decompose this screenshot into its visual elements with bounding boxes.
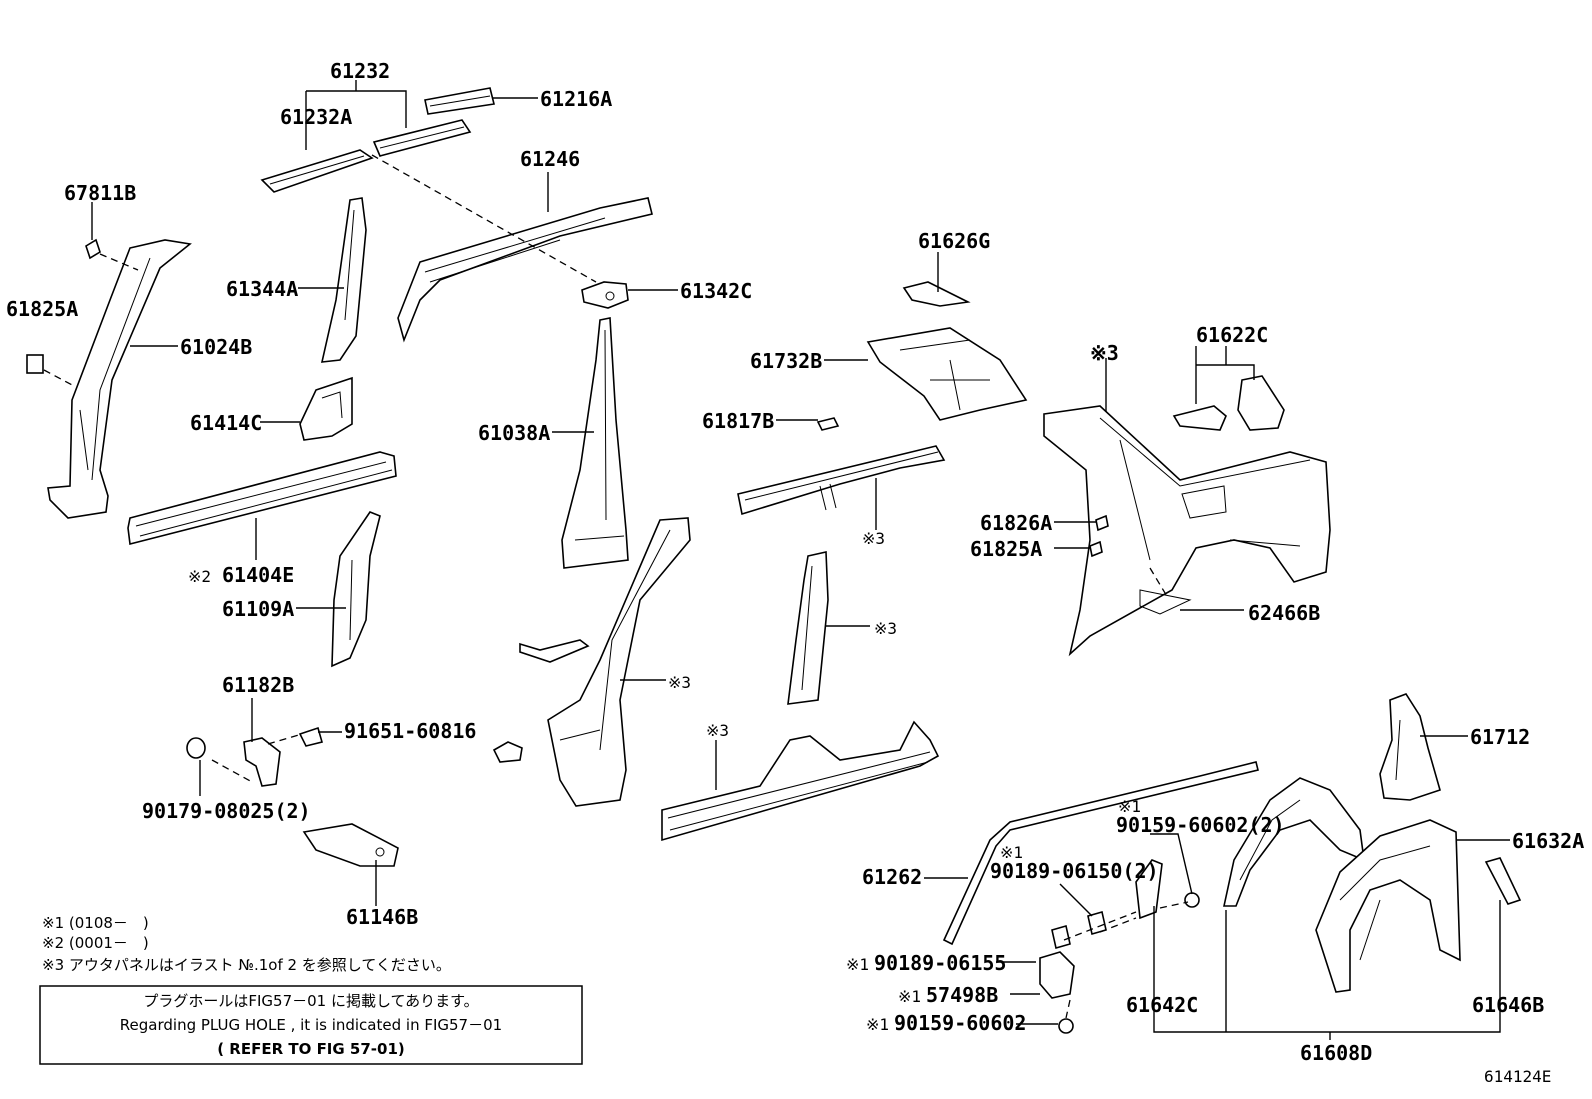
- label-90159-60602-2: 90159-60602(2): [1116, 813, 1285, 837]
- part-rocker-61404e: [127, 451, 397, 545]
- mark-2: ※2: [188, 567, 211, 586]
- label-61825a-right: 61825A: [970, 537, 1042, 561]
- note-3: ※3 アウタパネルはイラスト №.1of 2 を参照してください。: [42, 956, 451, 974]
- label-90189-06155: 90189-06155: [874, 951, 1006, 975]
- part-61414c: [299, 376, 353, 441]
- part-61146b: [302, 823, 399, 867]
- leader-lines: [91, 80, 1510, 1040]
- part-61109a: [331, 511, 381, 668]
- label-61232: 61232: [330, 59, 390, 83]
- part-bracket-61642c: [1135, 859, 1163, 920]
- box-line-3: ( REFER TO FIG 57-01): [217, 1040, 405, 1058]
- mark-1-90159-bottom: ※1: [866, 1015, 889, 1034]
- part-61626g: [902, 281, 971, 307]
- part-61712: [1379, 693, 1441, 801]
- part-bolt-91651: [298, 726, 323, 747]
- part-lower-pillar: [547, 517, 691, 807]
- mark-3-bpillar: ※3: [874, 619, 897, 638]
- part-wheelhouse-outer-61632a: [1315, 819, 1461, 993]
- label-61232a: 61232A: [280, 105, 352, 129]
- label-61608d: 61608D: [1300, 1041, 1372, 1065]
- label-61826a: 61826A: [980, 511, 1052, 535]
- part-screw-90159-bottom: [1058, 1018, 1074, 1034]
- label-90179-08025: 90179-08025(2): [142, 799, 311, 823]
- part-brackets-61622c: [1172, 375, 1285, 431]
- part-rocker-outer: [661, 720, 940, 842]
- part-front-pillar-61024b: [47, 239, 192, 519]
- part-roof-rail-61232a: [260, 149, 374, 193]
- part-bracket-57498b: [1039, 951, 1075, 999]
- part-weatherstrip-61262: [942, 761, 1259, 946]
- label-61622c: 61622C: [1196, 323, 1268, 347]
- part-pad-67811b: [85, 238, 101, 260]
- dashed-lines: [43, 154, 1189, 1019]
- label-61024b: 61024B: [180, 335, 252, 359]
- box-line-1: プラグホールはFIG57－01 に掲載してあります。: [143, 992, 478, 1010]
- part-61646b: [1484, 857, 1522, 905]
- label-61246: 61246: [520, 147, 580, 171]
- plug-hole-reference-box: プラグホールはFIG57－01 に掲載してあります。 Regarding PLU…: [39, 985, 583, 1065]
- label-61216a: 61216A: [540, 87, 612, 111]
- label-61632a: 61632A: [1512, 829, 1584, 853]
- mark-3-rocker: ※3: [706, 721, 729, 740]
- part-roof-rail-61216a: [424, 87, 495, 115]
- label-67811b: 67811B: [64, 181, 136, 205]
- label-57498b: 57498B: [926, 983, 998, 1007]
- label-90159-60602: 90159-60602: [894, 1011, 1026, 1035]
- label-61626g: 61626G: [918, 229, 990, 253]
- label-61712: 61712: [1470, 725, 1530, 749]
- part-bracket-61342c: [581, 281, 629, 309]
- label-61414c: 61414C: [190, 411, 262, 435]
- box-line-2: Regarding PLUG HOLE , it is indicated in…: [120, 1016, 502, 1034]
- mark-1-57498b: ※1: [898, 987, 921, 1006]
- part-quarter-panel: [1043, 405, 1331, 657]
- mark-1-90189: ※1: [1000, 843, 1023, 862]
- mark-3-lower-pillar: ※3: [668, 673, 691, 692]
- part-pad-61817b: [816, 417, 840, 431]
- mark-1-06155: ※1: [846, 955, 869, 974]
- part-screw-90159-top: [1184, 892, 1200, 908]
- part-pillar-61344a: [320, 197, 367, 363]
- label-61646b: 61646B: [1472, 993, 1544, 1017]
- part-bracket-61182b: [243, 737, 281, 787]
- part-rail-reinforcement: [737, 445, 946, 516]
- note-1: ※1 (0108－ ): [42, 914, 149, 932]
- part-center-pillar-61038a: [561, 317, 629, 569]
- label-91651-60816: 91651-60816: [344, 719, 476, 743]
- note-2: ※2 (0001－ ): [42, 934, 149, 952]
- part-small-clip: [492, 741, 523, 763]
- label-61038a: 61038A: [478, 421, 550, 445]
- label-61342c: 61342C: [680, 279, 752, 303]
- part-roof-side-61246: [397, 197, 653, 343]
- part-pad-61825a-left: [26, 354, 44, 374]
- part-roof-rail-61232: [372, 119, 472, 157]
- part-pad-61825a-right: [1089, 540, 1103, 558]
- label-61642c: 61642C: [1126, 993, 1198, 1017]
- label-62466b: 62466B: [1248, 601, 1320, 625]
- part-61732b: [866, 327, 1028, 421]
- mark-1-90159: ※1: [1118, 797, 1141, 816]
- mark-3-rail: ※3: [862, 529, 885, 548]
- part-small-strip: [519, 639, 590, 663]
- label-61732b: 61732B: [750, 349, 822, 373]
- label-90189-06150-2: 90189-06150(2): [990, 859, 1159, 883]
- label-61262: 61262: [862, 865, 922, 889]
- label-61825a-left: 61825A: [6, 297, 78, 321]
- label-61182b: 61182B: [222, 673, 294, 697]
- diagram-id: 614124E: [1484, 1067, 1551, 1086]
- label-61146b: 61146B: [346, 905, 418, 929]
- label-61817b: 61817B: [702, 409, 774, 433]
- part-b-pillar-reinforcement: [787, 551, 829, 705]
- part-grommet-90179: [186, 737, 206, 759]
- part-pad-61826a: [1095, 514, 1109, 532]
- label-61109a: 61109A: [222, 597, 294, 621]
- part-clip-90189-06155: [1051, 924, 1071, 950]
- mark-3-quarter: ※3: [1090, 341, 1119, 365]
- label-61404e: 61404E: [222, 563, 294, 587]
- label-61344a: 61344A: [226, 277, 298, 301]
